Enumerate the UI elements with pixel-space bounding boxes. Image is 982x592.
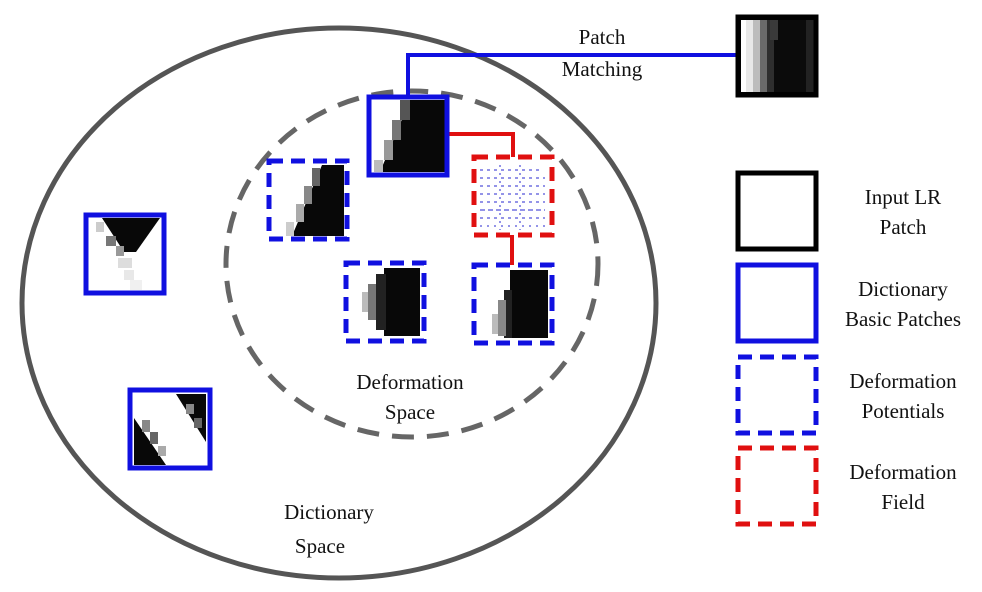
field-connector-top bbox=[448, 132, 515, 160]
legend-label-potentials-line1: Deformation bbox=[849, 369, 957, 393]
legend-swatch-dictionary bbox=[735, 262, 819, 344]
patch-matching-label-line1: Patch bbox=[579, 25, 626, 49]
dictionary-patch-bottom bbox=[127, 387, 213, 471]
dictionary-patch-left bbox=[83, 212, 167, 296]
legend-label-dictionary-line2: Basic Patches bbox=[845, 307, 961, 331]
legend-swatch-field bbox=[735, 445, 819, 527]
deformation-space-label-line2: Space bbox=[385, 400, 435, 424]
legend-label-field-line1: Deformation bbox=[849, 460, 957, 484]
deformation-space-ellipse bbox=[223, 88, 601, 440]
deformation-potential-1 bbox=[266, 158, 350, 242]
legend: Input LR Patch Dictionary Basic Patches … bbox=[735, 170, 961, 527]
patch-matching-label-line2: Matching bbox=[562, 57, 643, 81]
patch-matching-connector bbox=[406, 53, 736, 97]
deformation-potential-2 bbox=[343, 260, 427, 344]
legend-label-input-line1: Input LR bbox=[865, 185, 941, 209]
deformation-field-patch bbox=[471, 154, 555, 238]
dictionary-space-label-line1: Dictionary bbox=[284, 500, 374, 524]
legend-label-input-line2: Patch bbox=[880, 215, 927, 239]
legend-label-dictionary-line1: Dictionary bbox=[858, 277, 948, 301]
input-lr-patch bbox=[735, 14, 819, 98]
legend-label-field-line2: Field bbox=[881, 490, 925, 514]
dictionary-patch-main bbox=[366, 94, 450, 178]
legend-swatch-input bbox=[735, 170, 819, 252]
legend-label-potentials-line2: Potentials bbox=[862, 399, 945, 423]
legend-swatch-potentials bbox=[735, 354, 819, 436]
dictionary-space-ellipse bbox=[19, 25, 659, 581]
deformation-space-label-line1: Deformation bbox=[356, 370, 464, 394]
dictionary-space-label-line2: Space bbox=[295, 534, 345, 558]
deformation-potential-3 bbox=[471, 262, 555, 346]
